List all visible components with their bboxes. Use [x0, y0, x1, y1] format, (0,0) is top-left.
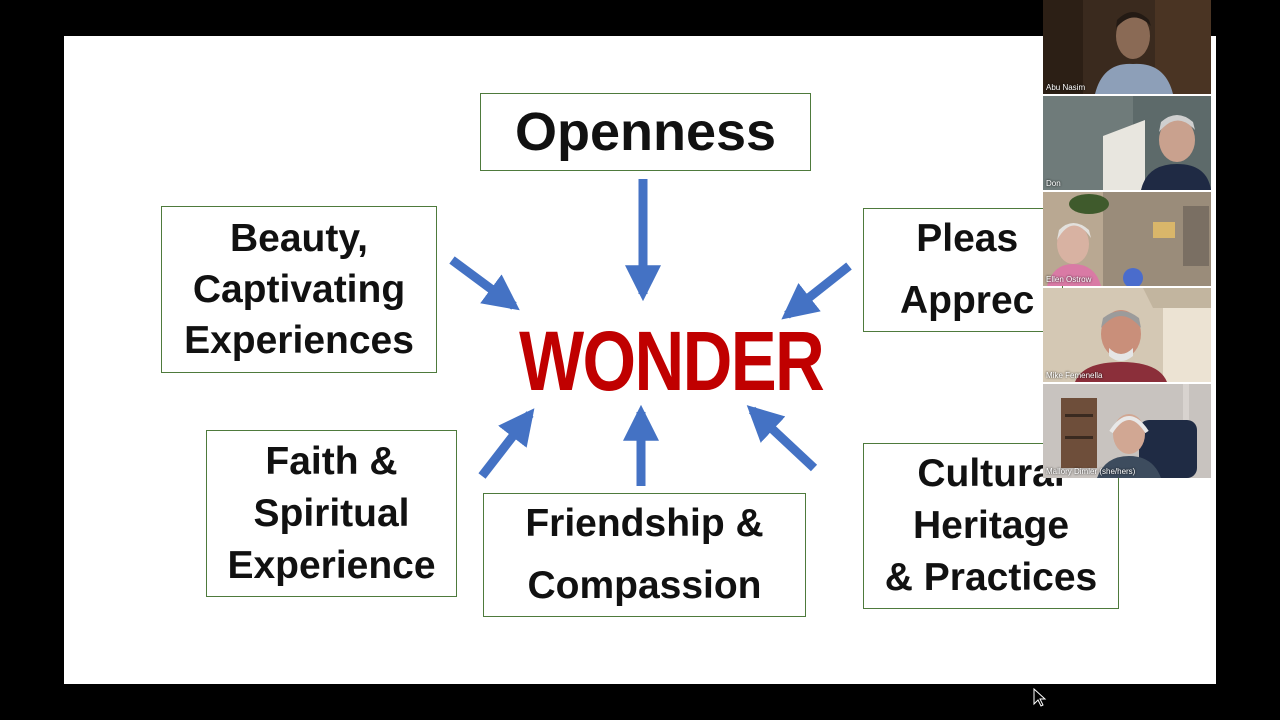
participant-name: Abu Nasim	[1046, 83, 1085, 92]
participant-name: Ellen Ostrow	[1046, 275, 1091, 284]
participant-name: Mallory Dimler (she/hers)	[1046, 467, 1135, 476]
video-tile-ellen-ostrow[interactable]: Ellen Ostrow	[1043, 192, 1211, 286]
openness-label: Openness	[515, 101, 776, 163]
video-tile-don[interactable]: Don	[1043, 96, 1211, 190]
box-friendship: Friendship & Compassion	[483, 493, 806, 617]
arrow-bottom-left	[482, 414, 530, 476]
video-tile-abu-nasim[interactable]: Abu Nasim	[1043, 0, 1211, 94]
video-tile-mallory-dimler[interactable]: Mallory Dimler (she/hers)	[1043, 384, 1211, 478]
video-feed	[1043, 288, 1211, 382]
video-tile-mike-femenella[interactable]: Mike Femenella	[1043, 288, 1211, 382]
friendship-label: Friendship & Compassion	[525, 493, 763, 617]
mouse-cursor-icon	[1033, 688, 1047, 708]
participant-video-panel: Abu Nasim Don Ellen Ostrow	[1043, 0, 1211, 480]
video-feed	[1043, 0, 1211, 94]
arrow-top-right	[787, 266, 849, 315]
box-openness: Openness	[480, 93, 811, 171]
video-feed	[1043, 192, 1211, 286]
video-feed	[1043, 96, 1211, 190]
box-faith: Faith & Spiritual Experience	[206, 430, 457, 597]
beauty-label: Beauty, Captivating Experiences	[184, 213, 414, 366]
pleasure-label: Pleas Apprec	[900, 208, 1034, 332]
box-beauty: Beauty, Captivating Experiences	[161, 206, 437, 373]
participant-name: Don	[1046, 179, 1061, 188]
participant-name: Mike Femenella	[1046, 371, 1102, 380]
wonder-title: WONDER	[519, 316, 767, 406]
video-feed	[1043, 384, 1211, 478]
arrow-bottom-right	[752, 410, 814, 468]
arrow-top-left	[452, 260, 514, 306]
box-pleasure: Pleas Apprec	[863, 208, 1063, 332]
faith-label: Faith & Spiritual Experience	[227, 436, 435, 592]
